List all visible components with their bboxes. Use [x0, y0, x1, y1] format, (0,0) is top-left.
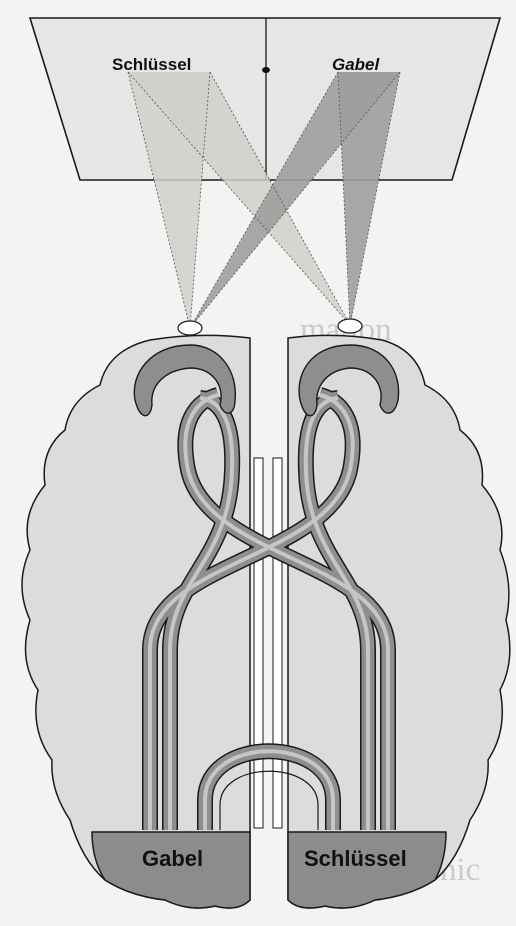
left-lobe-label: Gabel [142, 846, 203, 871]
left-lens [178, 321, 202, 335]
fixation-point [262, 67, 270, 73]
projection-screen [30, 18, 500, 180]
right-lobe-label: Schlüssel [304, 846, 407, 871]
screen-label-left: Schlüssel [112, 55, 191, 74]
screen-label-right: Gabel [332, 55, 381, 74]
right-lens [338, 319, 362, 333]
